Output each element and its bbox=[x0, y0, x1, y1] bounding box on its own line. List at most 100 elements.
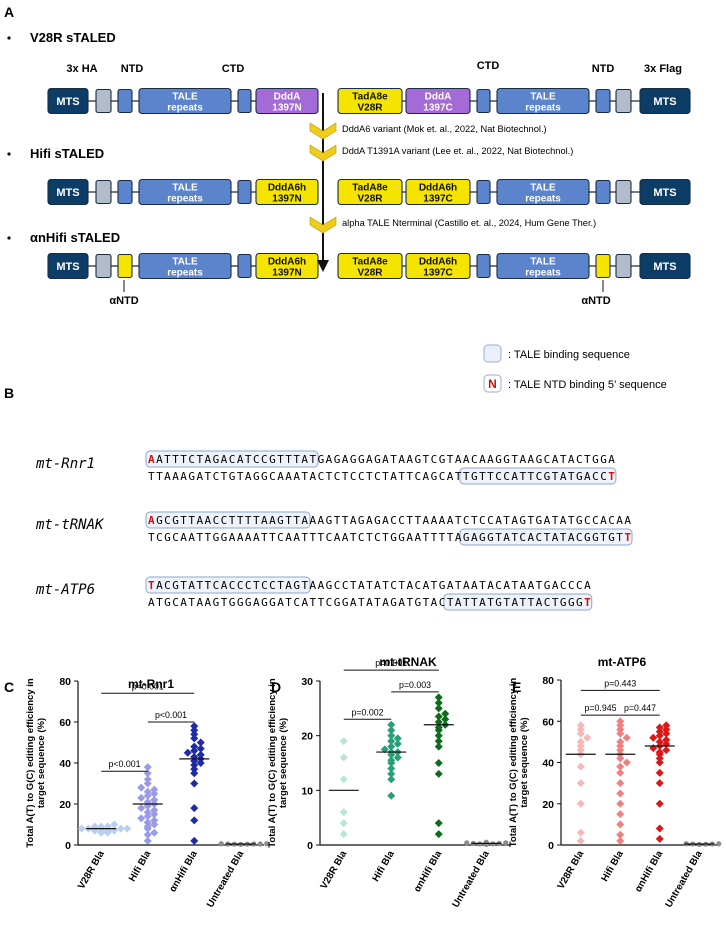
mts-label: MTS bbox=[56, 261, 79, 273]
tale-binding-box-bottom bbox=[443, 593, 593, 611]
x-category-label: Hifi Bla bbox=[370, 849, 397, 884]
legend-binding-box bbox=[483, 344, 502, 363]
data-point bbox=[576, 746, 585, 755]
data-point bbox=[434, 737, 443, 746]
data-point bbox=[150, 806, 159, 815]
ntd-label: NTD bbox=[121, 63, 144, 75]
data-point bbox=[655, 758, 664, 767]
data-point bbox=[649, 744, 658, 753]
chevron-marker bbox=[309, 216, 337, 234]
ntd-label: NTD bbox=[592, 63, 615, 75]
data-point bbox=[190, 769, 199, 778]
data-point bbox=[434, 759, 443, 767]
data-point bbox=[257, 841, 263, 847]
data-point bbox=[616, 725, 625, 734]
tale-binding-box-top bbox=[145, 576, 311, 594]
data-point bbox=[616, 717, 625, 726]
flag-tag-domain bbox=[615, 179, 632, 205]
data-point bbox=[616, 830, 625, 839]
y-tick-label: 80 bbox=[59, 676, 71, 688]
data-point bbox=[576, 836, 585, 845]
data-point bbox=[183, 748, 192, 757]
ntd-domain bbox=[117, 179, 133, 205]
panel-a-letter: A bbox=[4, 4, 14, 20]
data-point bbox=[190, 836, 199, 845]
data-point bbox=[662, 746, 671, 755]
data-point bbox=[143, 787, 152, 796]
gene-name: mt-tRNAK bbox=[35, 517, 105, 533]
alpha-ntd-label: αNTD bbox=[109, 295, 138, 307]
deaminase-half-n-domain bbox=[255, 252, 319, 280]
data-point bbox=[393, 753, 402, 762]
data-point bbox=[190, 761, 199, 770]
data-point bbox=[716, 841, 722, 847]
deaminase-half-c-domain bbox=[405, 178, 471, 206]
tada8e-domain bbox=[337, 178, 403, 206]
data-point bbox=[190, 779, 199, 788]
sequence-top-strand: AATTTCTAGACATCCGTTTATGAGAGGAGATAAGTCGTAA… bbox=[148, 453, 615, 466]
data-point bbox=[143, 836, 152, 845]
flag-tag-domain bbox=[615, 253, 632, 279]
construct-title: V28R sTALED bbox=[30, 30, 116, 45]
y-tick-label: 80 bbox=[542, 675, 554, 687]
legend-ntd-box bbox=[483, 374, 502, 393]
y-tick-label: 0 bbox=[548, 840, 554, 852]
modification-note: alpha TALE Nterminal (Castillo et. al., … bbox=[342, 218, 596, 228]
data-point bbox=[616, 799, 625, 808]
data-point bbox=[576, 729, 585, 738]
mts-domain bbox=[47, 178, 89, 206]
p-value-label: p<0.001 bbox=[155, 710, 187, 720]
p-value-label: p=0.945 bbox=[584, 703, 616, 713]
data-point bbox=[196, 750, 205, 759]
mts-domain bbox=[47, 252, 89, 280]
data-point bbox=[143, 791, 152, 800]
p-value-label: p=0.447 bbox=[624, 703, 656, 713]
x-category-label: αnHifi Bla bbox=[167, 849, 200, 895]
data-point bbox=[583, 733, 592, 742]
data-point bbox=[576, 742, 585, 750]
data-point bbox=[137, 814, 146, 823]
data-point bbox=[387, 720, 396, 729]
data-point bbox=[434, 742, 443, 751]
y-tick-label: 10 bbox=[301, 785, 313, 797]
sequence-bottom-strand: TCGCAATTGGAAAATTCAATTTCAATCTCTGGAATTTTAG… bbox=[148, 531, 631, 544]
data-point bbox=[143, 779, 152, 788]
y-axis-label: Total A(T) to G(C) editing efficiency in… bbox=[267, 678, 289, 848]
evolution-arrow-head bbox=[317, 260, 329, 272]
data-point bbox=[655, 727, 664, 736]
y-tick-label: 40 bbox=[542, 758, 554, 770]
chart-title: mt-tRNAK bbox=[379, 655, 437, 669]
data-point bbox=[143, 812, 152, 821]
data-point bbox=[339, 808, 348, 817]
construct-title: αnHifi sTALED bbox=[30, 230, 120, 245]
ctd-label: CTD bbox=[477, 60, 500, 72]
data-point bbox=[150, 820, 159, 829]
mts-label: MTS bbox=[653, 187, 676, 199]
data-point bbox=[143, 822, 152, 831]
data-point bbox=[393, 739, 402, 748]
legend-binding-label: : TALE binding sequence bbox=[508, 349, 630, 361]
deaminase-half-c-domain bbox=[405, 87, 471, 115]
p-value-label: p=0.002 bbox=[351, 707, 383, 717]
data-point bbox=[339, 753, 348, 762]
data-point bbox=[103, 822, 112, 831]
data-point bbox=[387, 756, 396, 765]
data-point bbox=[616, 737, 625, 746]
data-point bbox=[137, 804, 146, 813]
panel-letter: D bbox=[271, 679, 281, 695]
data-point bbox=[116, 824, 125, 833]
data-point bbox=[576, 762, 585, 771]
data-point bbox=[616, 746, 625, 755]
y-tick-label: 40 bbox=[59, 758, 71, 770]
ntd-domain bbox=[117, 88, 133, 114]
